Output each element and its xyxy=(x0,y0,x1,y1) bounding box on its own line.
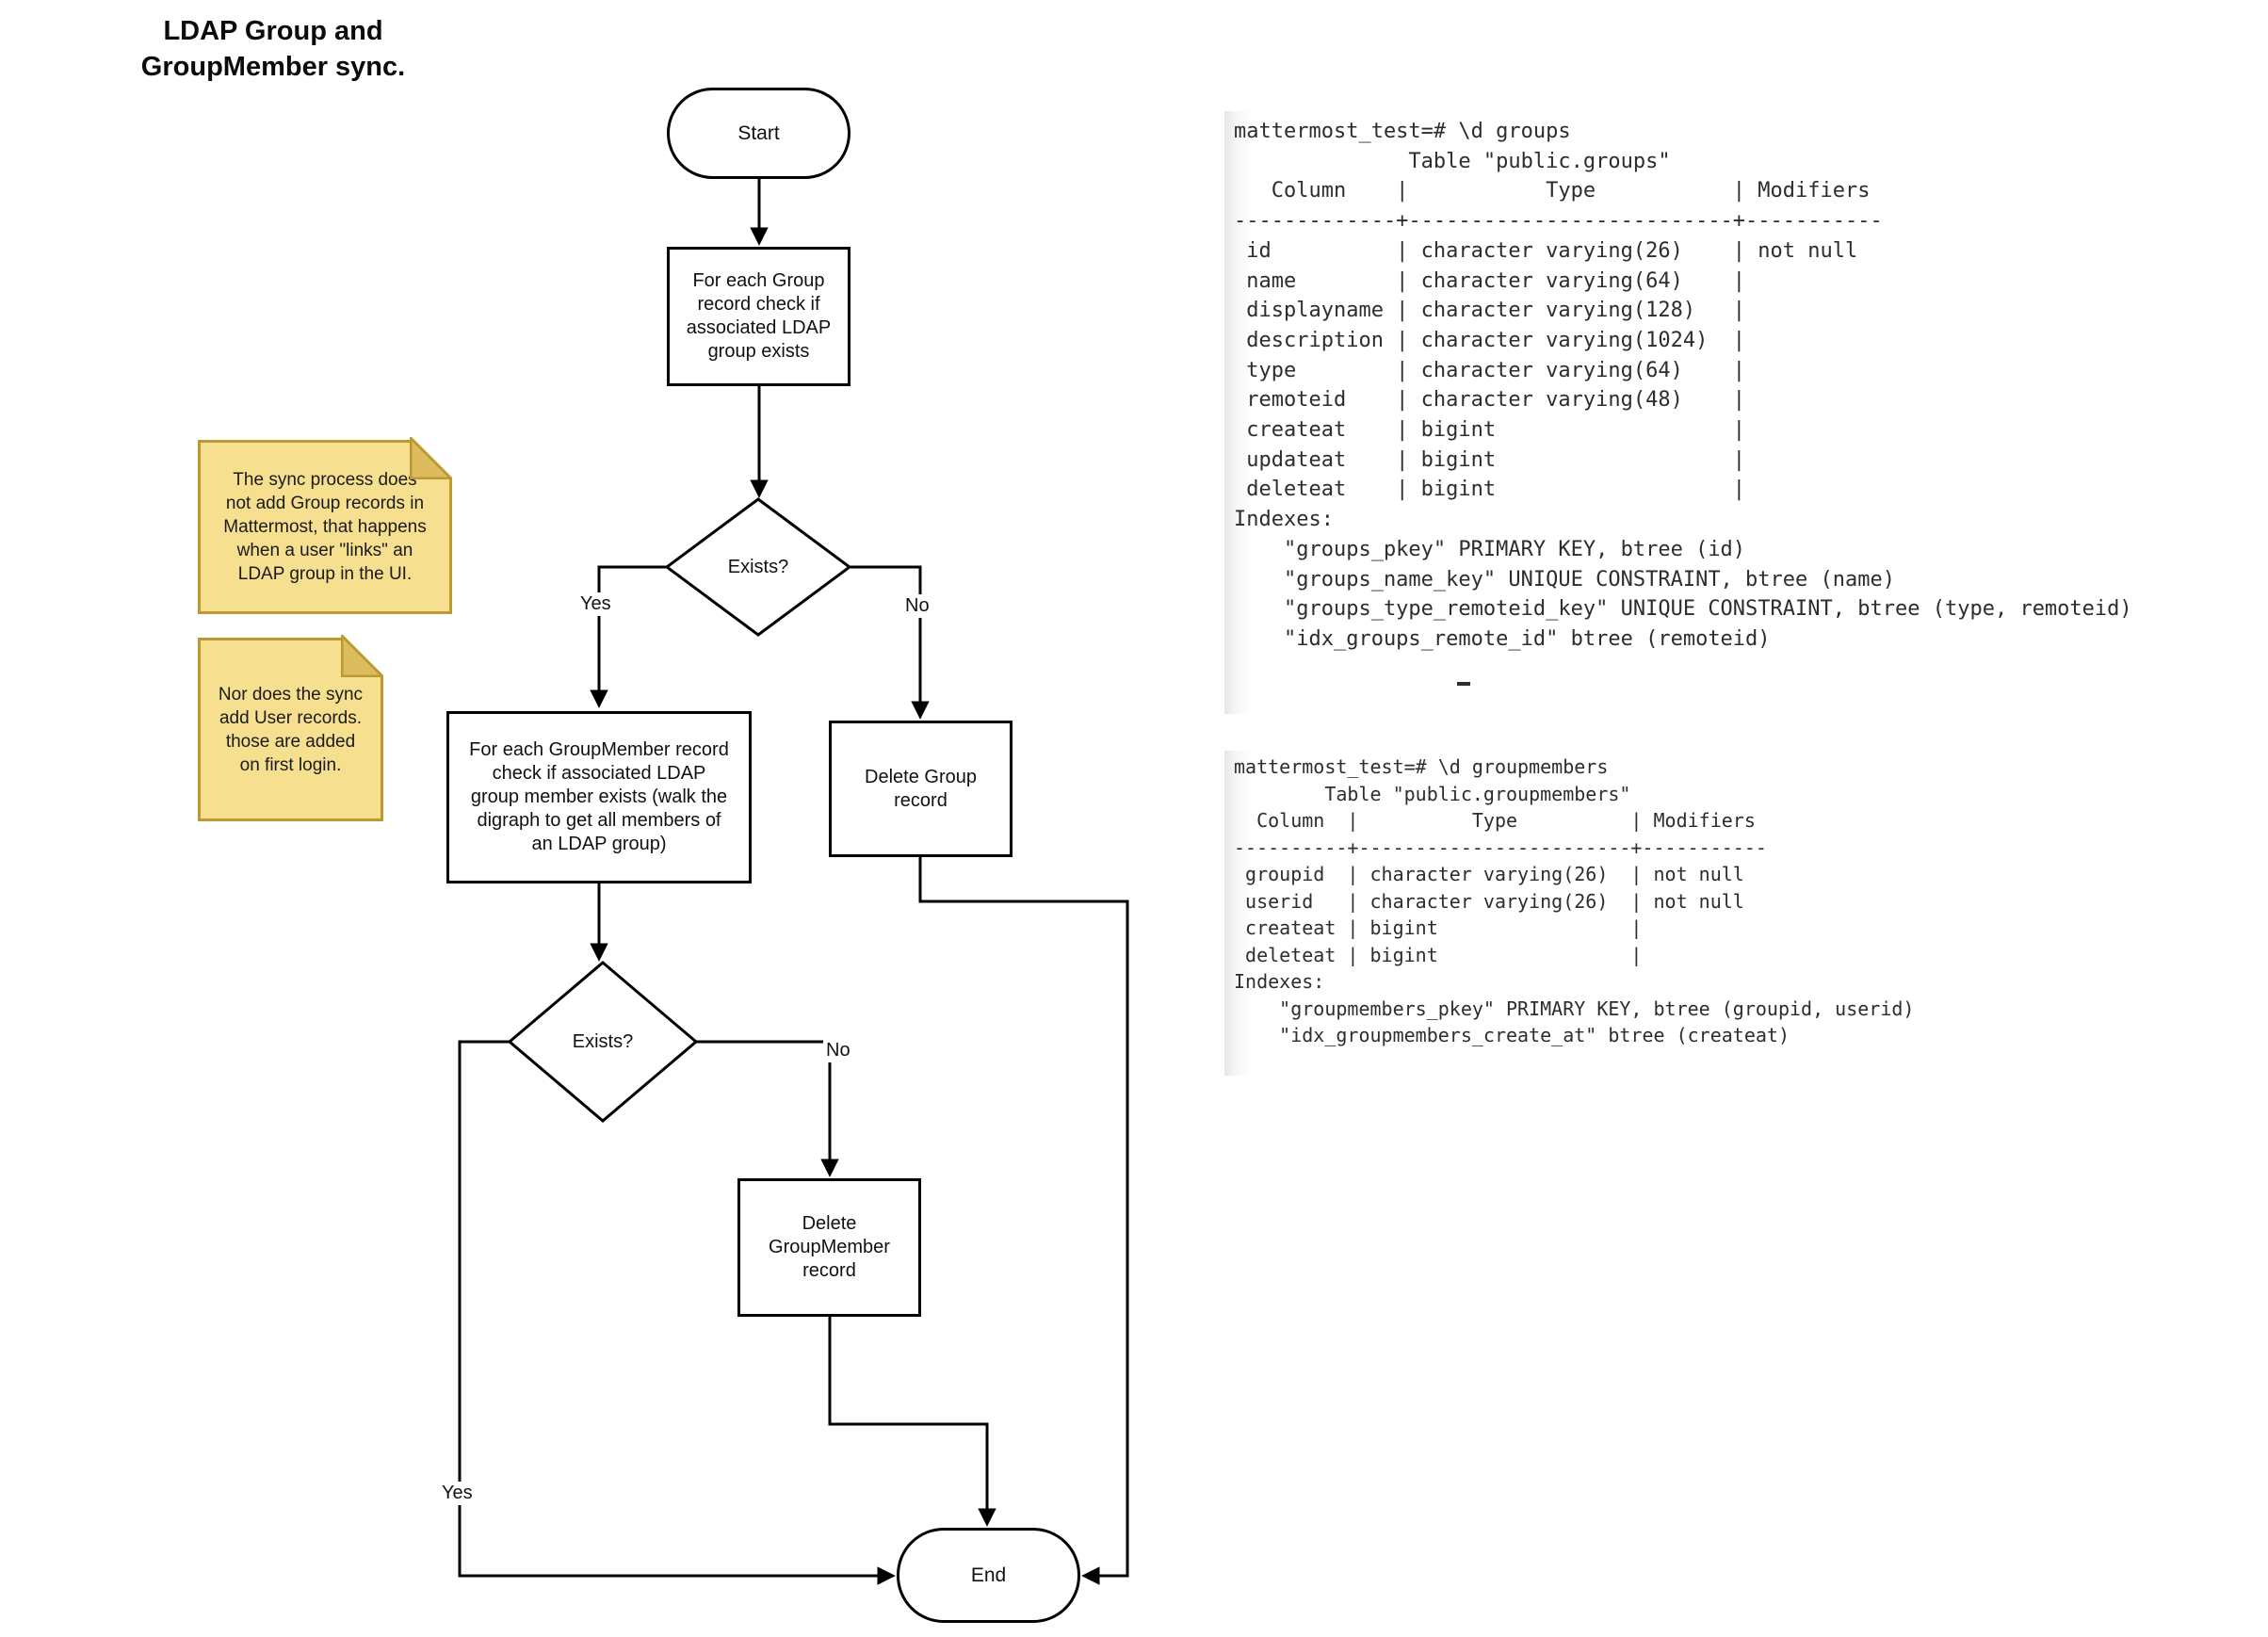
terminal-groupmembers-text: mattermost_test=# \d groupmembers Table … xyxy=(1234,755,1915,1046)
decision-groupmember-exists-label: Exists? xyxy=(572,1030,634,1052)
terminal-groups-output: mattermost_test=# \d groups Table "publi… xyxy=(1224,111,2176,714)
decision-group-no-label: No xyxy=(902,594,932,618)
decision-group-yes-label: Yes xyxy=(577,592,614,616)
decision-group-exists-label: Exists? xyxy=(727,556,789,577)
page-title: LDAP Group and GroupMember sync. xyxy=(140,16,406,82)
decision-groupmember-no-label: No xyxy=(823,1039,853,1062)
note-fold-icon xyxy=(341,635,383,677)
terminal-groupmembers-output: mattermost_test=# \d groupmembers Table … xyxy=(1224,751,1987,1076)
delete-group-node: Delete Group record xyxy=(829,721,1012,857)
decision-groupmember-yes-label: Yes xyxy=(439,1482,476,1505)
delete-groupmember-node: Delete GroupMember record xyxy=(737,1178,921,1317)
note-fold-icon xyxy=(410,437,452,479)
process-groupmember-check: For each GroupMember record check if ass… xyxy=(446,711,752,883)
terminal-groups-text: mattermost_test=# \d groups Table "publi… xyxy=(1234,120,2132,651)
end-node: End xyxy=(897,1528,1080,1623)
start-node: Start xyxy=(667,88,850,179)
process-group-check: For each Group record check if associate… xyxy=(667,247,850,386)
cursor-dash xyxy=(1457,682,1470,686)
